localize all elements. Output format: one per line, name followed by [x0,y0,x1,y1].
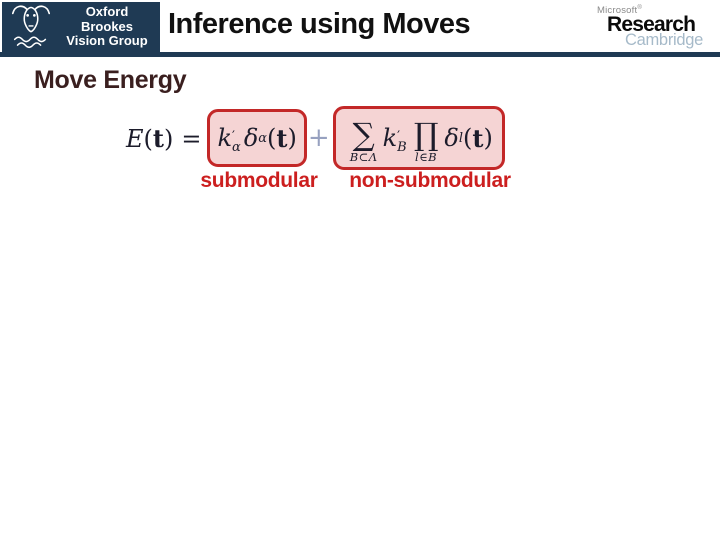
eq-t-vector: t [276,123,288,153]
prime-mark: ′ [232,128,235,144]
delta-alpha-subscript: α [258,130,268,146]
eq-k: k [382,124,398,152]
plus-operator: + [307,123,330,153]
B-subscript: B [397,140,407,155]
delta-l-subscript: l [458,130,464,146]
eq-open-paren: ( [463,124,473,152]
eq-open-paren: ( [143,124,153,153]
cambridge-wordmark: Cambridge [625,31,704,49]
submodular-label: submodular [200,169,318,192]
nonsubmodular-label: non-submodular [349,169,511,192]
registered-mark: ® [637,5,642,11]
eq-t-vector: t [472,123,484,153]
product-operator: ∏ l∈B [413,116,439,164]
oxford-brookes-logo: Oxford Brookes Vision Group [2,2,160,52]
eq-delta: δ [243,124,259,152]
alpha-subscript: α [232,140,241,155]
summation-operator: ∑ B⊂Λ [349,116,378,164]
pi-glyph: ∏ [413,116,439,153]
oxford-brookes-logo-text: Oxford Brookes Vision Group [58,3,160,50]
research-wordmark: Research [607,13,696,36]
equation-lhs: E(t)= [126,124,207,153]
oxford-brookes-line2: Vision Group [66,33,148,49]
eq-open-paren: ( [267,124,277,152]
oxford-brookes-line1: Oxford Brookes [80,3,134,34]
eq-t-vector: t [152,123,164,153]
microsoft-wordmark: Microsoft® [597,5,642,16]
eq-close-paren: ) [287,124,297,152]
section-heading: Move Energy [34,66,187,94]
product-limit: l∈B [414,149,438,164]
bull-head-with-waves-icon [8,1,54,54]
eq-delta: δ [444,124,459,152]
eq-k-prime-B: ′B [397,128,407,155]
eq-close-paren: ) [164,124,174,153]
eq-k: k [217,124,233,152]
eq-close-paren: ) [483,124,493,152]
sum-limit: B⊂Λ [349,149,378,164]
slide-title: Inference using Moves [168,8,471,40]
microsoft-research-logo: Microsoft® Research Cambridge [594,5,716,51]
header-divider-line [0,52,720,57]
eq-k-prime-alpha: ′α [232,128,241,155]
eq-equals-sign: = [181,124,202,153]
prime-mark: ′ [397,128,401,144]
eq-E: E [126,124,144,153]
microsoft-text: Microsoft [597,5,638,17]
sigma-glyph: ∑ [352,116,375,153]
